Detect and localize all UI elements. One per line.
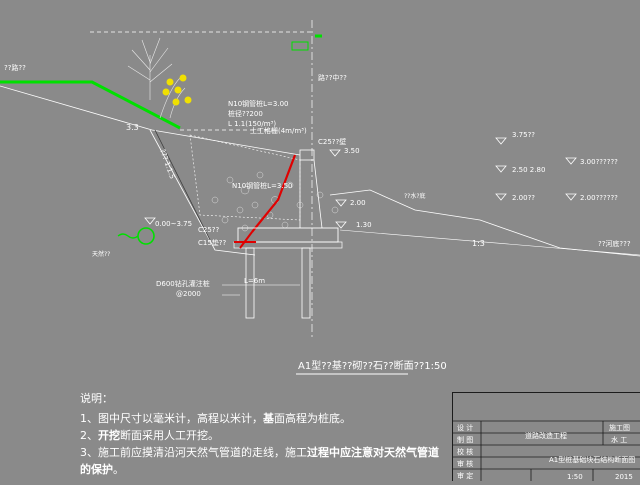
ground-dashed-line xyxy=(90,31,312,131)
tb-category: 水 工 xyxy=(611,435,627,444)
label-c25-base: C25?? xyxy=(198,226,220,234)
label-nail-spec2: 桩径??200 xyxy=(228,109,263,118)
red-wall-line xyxy=(251,154,297,233)
label-pile-len: L=6m xyxy=(244,277,265,285)
label-road-edge: 路??中?? xyxy=(318,73,347,82)
wall-body xyxy=(299,159,323,229)
tb-row-label-3: 校 核 xyxy=(457,447,473,456)
notes-item-1: 1、图中尺寸以毫米计，高程以米计，基面高程为桩底。 xyxy=(80,410,440,427)
notes-item-3-text: 3、施工前应摸清沿河天然气管道的走线，施工 xyxy=(80,446,307,459)
label-road-top-left: ??路?? xyxy=(4,63,26,72)
notes-item-3: 3、施工前应摸清沿河天然气管道的走线，施工过程中应注意对天然气管道的保护。 xyxy=(80,444,440,478)
tb-row-label-4: 审 核 xyxy=(457,459,473,468)
label-slope-lower: ??? 1:1.5 xyxy=(158,148,176,180)
drawing-title: A1型??基??砌??石??断面??1:50 xyxy=(298,359,447,372)
boulder-marker xyxy=(291,41,309,51)
label-lv-350: 3.50 xyxy=(344,147,360,155)
notes-block: 说明： 1、图中尺寸以毫米计，高程以米计，基面高程为桩底。 2、开挖断面采用人工… xyxy=(80,390,440,478)
label-w200a: 2.00?? xyxy=(512,194,535,202)
label-road-right: ??水?底 xyxy=(404,192,426,200)
tb-row-label-2: 制 图 xyxy=(457,435,473,444)
label-nail-spec: N10钢管桩L=3.00 xyxy=(228,99,289,108)
label-right-bottom: ??河底??? xyxy=(598,239,631,248)
notes-item-1-highlight: 基 xyxy=(263,412,274,425)
red-base-vertical xyxy=(239,231,253,249)
tb-project: 道路改造工程 xyxy=(525,431,567,440)
label-water-left: 天然?? xyxy=(92,250,110,258)
tb-row-label-1: 设 计 xyxy=(457,423,473,432)
label-slope-right: 1:3 xyxy=(472,239,485,248)
notes-item-2-highlight: 开挖 xyxy=(98,429,120,442)
pile-left xyxy=(245,247,255,319)
tb-drawing-name: A1型桩基础块石结构断面图 xyxy=(549,455,635,464)
tb-stage: 施工图 xyxy=(609,423,630,432)
water-ripple-left xyxy=(117,233,139,239)
notes-item-2: 2、开挖断面采用人工开挖。 xyxy=(80,427,440,444)
riprap-fill-boundary xyxy=(189,134,301,221)
notes-item-1-tail: 面高程为桩底。 xyxy=(274,412,351,425)
label-w200b: 2.00?????? xyxy=(580,194,618,202)
label-slope-top: 3.3 xyxy=(126,123,139,132)
pile-dimension xyxy=(222,284,300,296)
notes-item-3-highlight: 过程中应注意对天然气管道的保护 xyxy=(80,446,439,476)
excavation-outline xyxy=(154,129,211,241)
label-lv-200: 2.00 xyxy=(350,199,366,207)
notes-item-3-tail: 。 xyxy=(113,463,124,476)
embankment-slope-line xyxy=(149,129,256,256)
label-geotex: 土工格栅(4m/m³) xyxy=(250,126,307,135)
tb-year: 2015 xyxy=(615,473,633,481)
label-lv-130: 1.30 xyxy=(356,221,372,229)
pile-right xyxy=(301,247,311,319)
title-block-grid: 设 计 制 图 校 核 审 核 审 定 道路改造工程 施工图 水 工 A1型桩基… xyxy=(453,420,640,481)
tree-icon xyxy=(127,37,173,100)
tb-scale: 1:50 xyxy=(567,473,583,481)
label-w300: 3.00?????? xyxy=(580,158,618,166)
label-w375: 3.75?? xyxy=(512,131,535,139)
ground-line xyxy=(0,80,181,130)
c15-cushion xyxy=(233,241,343,249)
notes-heading: 说明： xyxy=(80,392,113,405)
label-c25-top: C25??壁 xyxy=(318,137,346,146)
upper-slope-line xyxy=(0,85,301,156)
label-w250: 2.50 2.80 xyxy=(512,166,545,174)
right-bank-baseline xyxy=(339,229,640,256)
label-pile-d: D600钻孔灌注桩 xyxy=(156,279,210,288)
label-c15: C15垫?? xyxy=(198,238,227,247)
notes-item-1-text: 1、图中尺寸以毫米计，高程以米计， xyxy=(80,412,263,425)
wall-coping xyxy=(299,149,315,161)
notes-item-2-tail: 断面采用人工开挖。 xyxy=(120,429,219,442)
label-nail-lower: N10钢管桩L=3.50 xyxy=(232,181,293,190)
label-lv-000: 0.00~3.75 xyxy=(155,220,192,228)
label-pile-d2: @2000 xyxy=(176,290,201,298)
flower-shrub-icon xyxy=(159,74,192,119)
label-nail-spec3: L 1.1(150/m³) xyxy=(228,120,276,128)
title-block: 设 计 制 图 校 核 审 核 审 定 道路改造工程 施工图 水 工 A1型桩基… xyxy=(452,392,640,481)
notes-item-2-text: 2、 xyxy=(80,429,98,442)
tb-row-label-5: 审 定 xyxy=(457,471,473,480)
